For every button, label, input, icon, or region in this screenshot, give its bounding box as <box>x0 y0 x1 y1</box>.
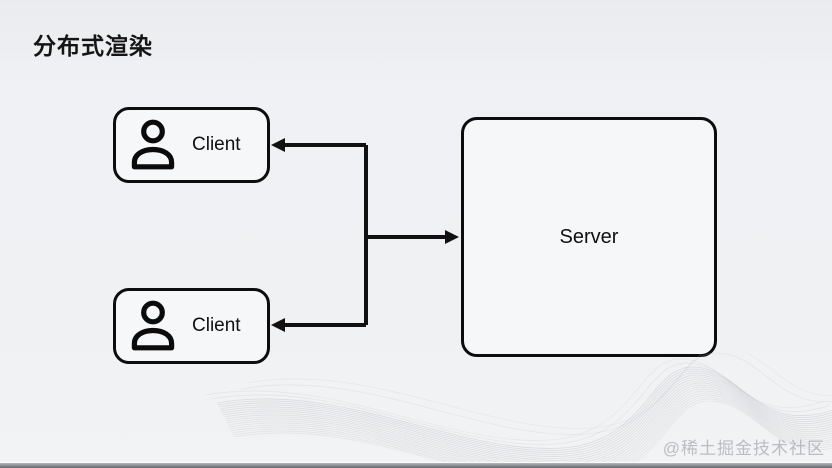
client-label: Client <box>192 315 241 336</box>
client-node-1: Client <box>113 107 270 183</box>
client-node-2: Client <box>113 288 270 364</box>
bottom-bar <box>0 463 832 468</box>
client-label: Client <box>192 134 241 155</box>
arrowhead-client-2 <box>271 318 285 332</box>
server-label: Server <box>559 225 619 248</box>
watermark-text: @稀土掘金技术社区 <box>662 439 825 458</box>
person-icon <box>131 119 175 170</box>
server-node: Server <box>461 117 717 357</box>
arrowhead-server <box>445 230 459 244</box>
arrowhead-client-1 <box>271 138 285 152</box>
bottom-edge-highlight <box>0 462 832 463</box>
page-title: 分布式渲染 <box>33 33 153 59</box>
person-icon <box>131 300 175 351</box>
